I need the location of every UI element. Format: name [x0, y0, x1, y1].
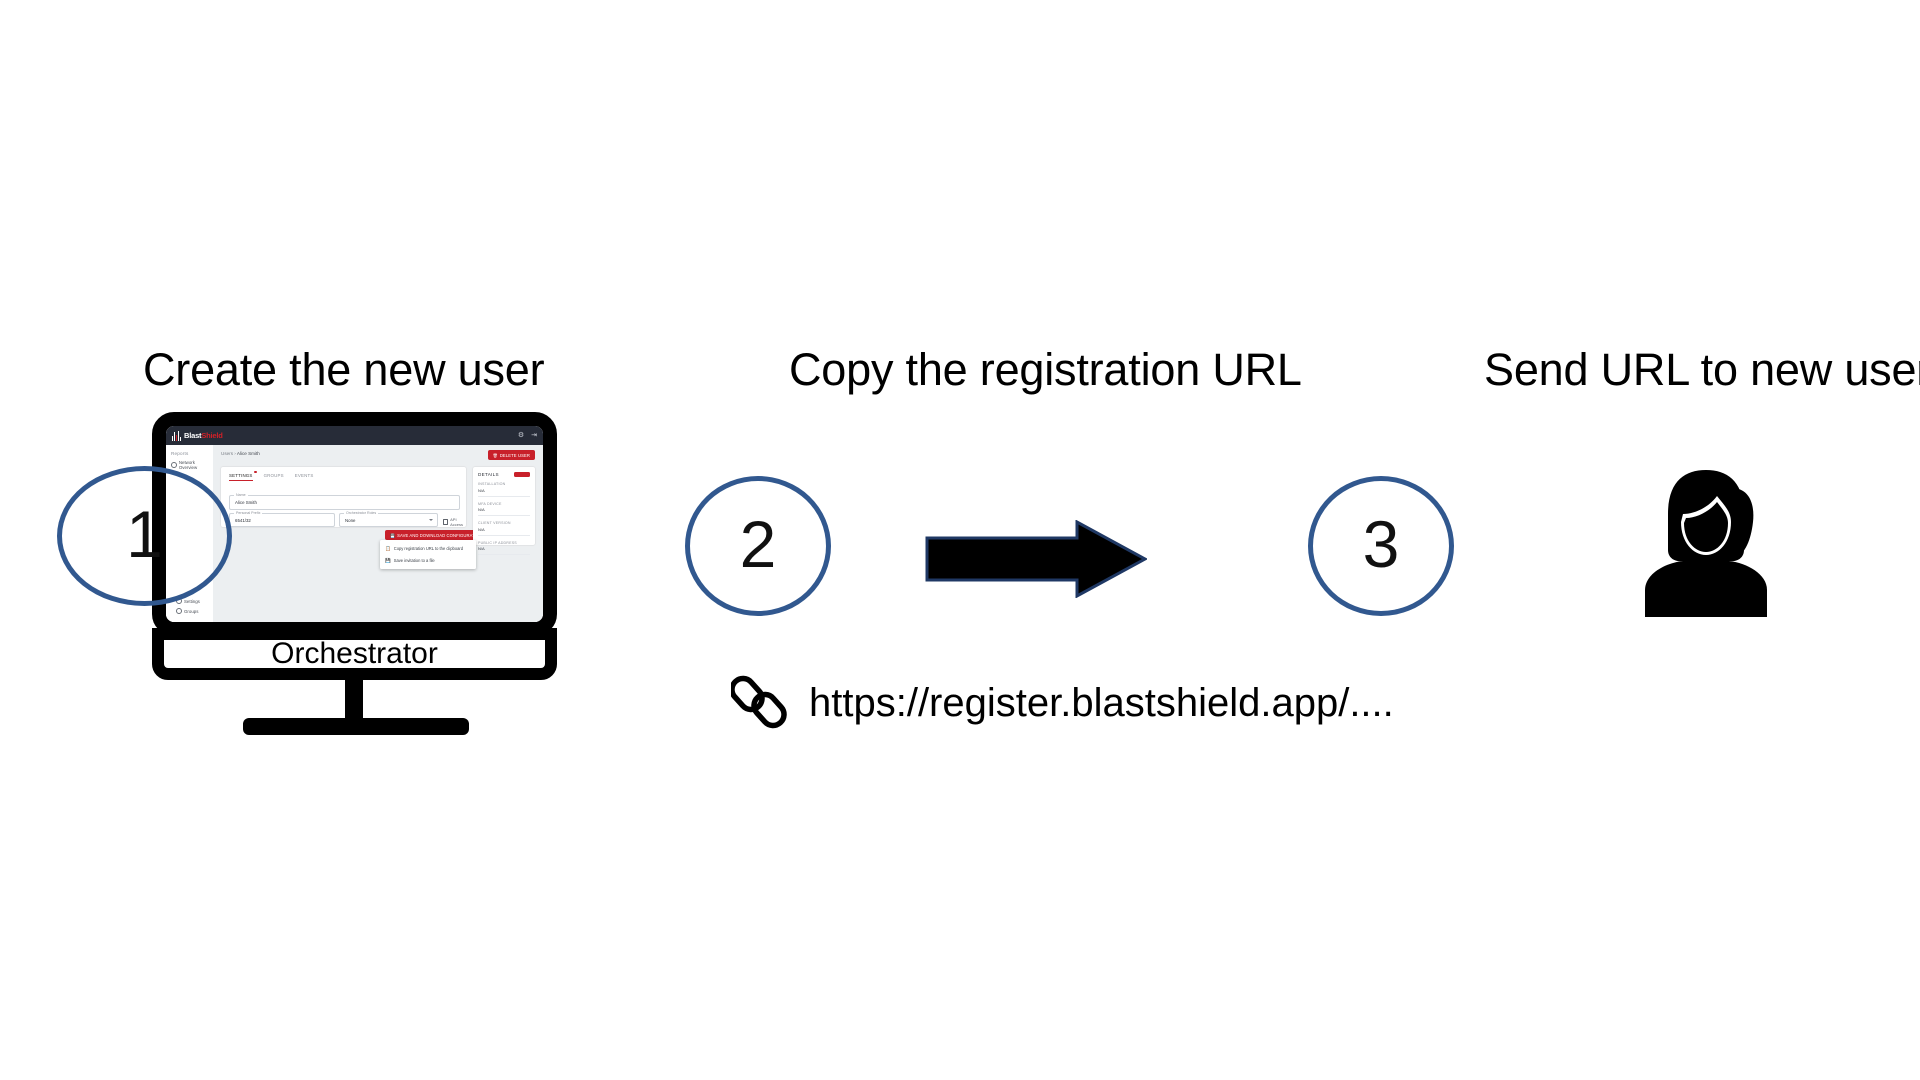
- name-field-label: Name: [234, 492, 248, 497]
- sidebar-item-label: Settings: [184, 598, 200, 604]
- globe-icon: [171, 462, 177, 468]
- breadcrumb-separator: ›: [234, 451, 236, 456]
- chevron-down-icon: [429, 518, 433, 521]
- registration-url-text[interactable]: https://register.blastshield.app/....: [809, 681, 1394, 725]
- sidebar-item-label: Network Overview: [178, 460, 198, 470]
- detail-key: CLIENT VERSION: [478, 521, 511, 525]
- orchestrator-roles-value: None: [345, 518, 356, 523]
- step-circle-3: 3: [1308, 476, 1454, 616]
- detail-row: INSTALLATION N/A: [478, 482, 530, 497]
- detail-row: PUBLIC IP ADDRESS N/A: [478, 540, 530, 555]
- step-heading-1: Create the new user: [143, 344, 545, 395]
- detail-value: N/A: [478, 546, 485, 551]
- registration-url-row: https://register.blastshield.app/....: [731, 672, 1394, 734]
- sidebar-section-label: Reports: [171, 451, 189, 456]
- person-female-icon: [1645, 470, 1767, 617]
- step-number: 3: [1362, 507, 1400, 581]
- tab-groups[interactable]: GROUPS: [264, 473, 284, 481]
- detail-key: MFA DEVICE: [478, 501, 502, 506]
- step-number: 2: [739, 507, 777, 581]
- personal-prefix-label: Personal Prefix: [234, 510, 263, 515]
- save-and-download-label: SAVE AND DOWNLOAD CONFIGURATION: [397, 532, 483, 538]
- tab-label: SETTINGS: [229, 473, 253, 478]
- logout-icon[interactable]: ⇥: [531, 432, 537, 439]
- name-field[interactable]: Name Alice Smith: [229, 492, 460, 510]
- user-settings-card: SETTINGS GROUPS EVENTS Name: [221, 467, 466, 527]
- sidebar-item-network-overview[interactable]: Network Overview: [171, 460, 213, 470]
- step-heading-2: Copy the registration URL: [789, 344, 1302, 395]
- api-access-label: API Access: [450, 517, 464, 527]
- delete-user-button[interactable]: 🗑 DELETE USER: [487, 450, 535, 461]
- checkbox-icon: [443, 518, 449, 526]
- step-number: 1: [126, 497, 163, 571]
- menu-item-label: Copy registration URL to the clipboard: [393, 546, 463, 551]
- tab-bar: SETTINGS GROUPS EVENTS: [221, 467, 466, 481]
- users-icon: [176, 608, 182, 614]
- tab-label: GROUPS: [263, 473, 284, 478]
- tab-badge-icon: [254, 471, 257, 474]
- flow-arrow-icon: [925, 520, 1147, 598]
- tab-events[interactable]: EVENTS: [295, 473, 314, 481]
- details-panel-title: DETAILS: [478, 472, 499, 477]
- delete-user-label: DELETE USER: [499, 452, 530, 458]
- monitor-caption: Orchestrator: [271, 637, 438, 670]
- personal-prefix-field[interactable]: Personal Prefix 6541/32: [229, 510, 335, 527]
- breadcrumb-current: Alice Smith: [236, 451, 260, 456]
- detail-row: CLIENT VERSION N/A: [478, 521, 530, 536]
- app-main: Users › Alice Smith 🗑 DELETE USER SETTIN…: [213, 445, 543, 622]
- menu-item-save-invitation-file[interactable]: 💾 Save invitation to a file: [380, 555, 476, 567]
- detail-key: PUBLIC IP ADDRESS: [478, 540, 517, 545]
- detail-row: MFA DEVICE N/A: [478, 501, 530, 516]
- trash-icon: 🗑: [492, 452, 498, 458]
- menu-item-label: Save invitation to a file: [393, 558, 435, 563]
- details-status-badge: [514, 472, 530, 477]
- monitor-chin: Orchestrator: [152, 628, 557, 680]
- app-logo-name: Blast: [184, 431, 202, 440]
- save-icon: 💾: [390, 532, 396, 538]
- api-access-checkbox[interactable]: API Access: [443, 517, 466, 527]
- orchestrator-roles-label: Orchestrator Roles: [344, 510, 379, 515]
- breadcrumb-root[interactable]: Users: [221, 451, 233, 456]
- monitor-stand-base: [243, 718, 469, 735]
- app-topbar-icons: ⚙ ⇥: [518, 432, 537, 439]
- sidebar-item-label: Groups: [184, 608, 199, 614]
- personal-prefix-value: 6541/32: [235, 518, 251, 523]
- app-topbar: BlastShield ⚙ ⇥: [166, 426, 543, 445]
- step-heading-3: Send URL to new user: [1484, 344, 1920, 395]
- settings-gear-icon[interactable]: ⚙: [517, 432, 525, 439]
- registration-url-menu: 📋 Copy registration URL to the clipboard…: [380, 540, 476, 569]
- save-and-download-button[interactable]: 💾 SAVE AND DOWNLOAD CONFIGURATION: [385, 530, 488, 541]
- sidebar-item-groups[interactable]: Groups: [176, 608, 200, 614]
- breadcrumb: Users › Alice Smith: [213, 445, 543, 456]
- orchestrator-roles-select[interactable]: Orchestrator Roles None: [339, 510, 438, 527]
- save-file-icon: 💾: [385, 557, 391, 563]
- app-logo-accent: Shield: [201, 431, 223, 440]
- tab-label: EVENTS: [294, 473, 314, 478]
- chain-link-icon: [731, 675, 787, 729]
- app-logo-text: BlastShield: [184, 431, 223, 440]
- tab-settings[interactable]: SETTINGS: [229, 471, 257, 481]
- blastshield-logo-icon: [172, 430, 182, 441]
- detail-value: N/A: [478, 526, 485, 532]
- details-panel: DETAILS INSTALLATION N/A MFA DEVICE N/A …: [473, 467, 535, 555]
- detail-value: N/A: [478, 487, 485, 493]
- detail-value: N/A: [478, 507, 485, 512]
- step-circle-1: 1: [57, 466, 232, 606]
- step-circle-2: 2: [685, 476, 831, 616]
- menu-item-copy-registration-url[interactable]: 📋 Copy registration URL to the clipboard: [380, 543, 476, 555]
- name-field-value: Alice Smith: [235, 500, 257, 505]
- monitor-stand-neck: [345, 678, 363, 724]
- detail-key: INSTALLATION: [478, 482, 506, 486]
- copy-icon: 📋: [385, 545, 391, 551]
